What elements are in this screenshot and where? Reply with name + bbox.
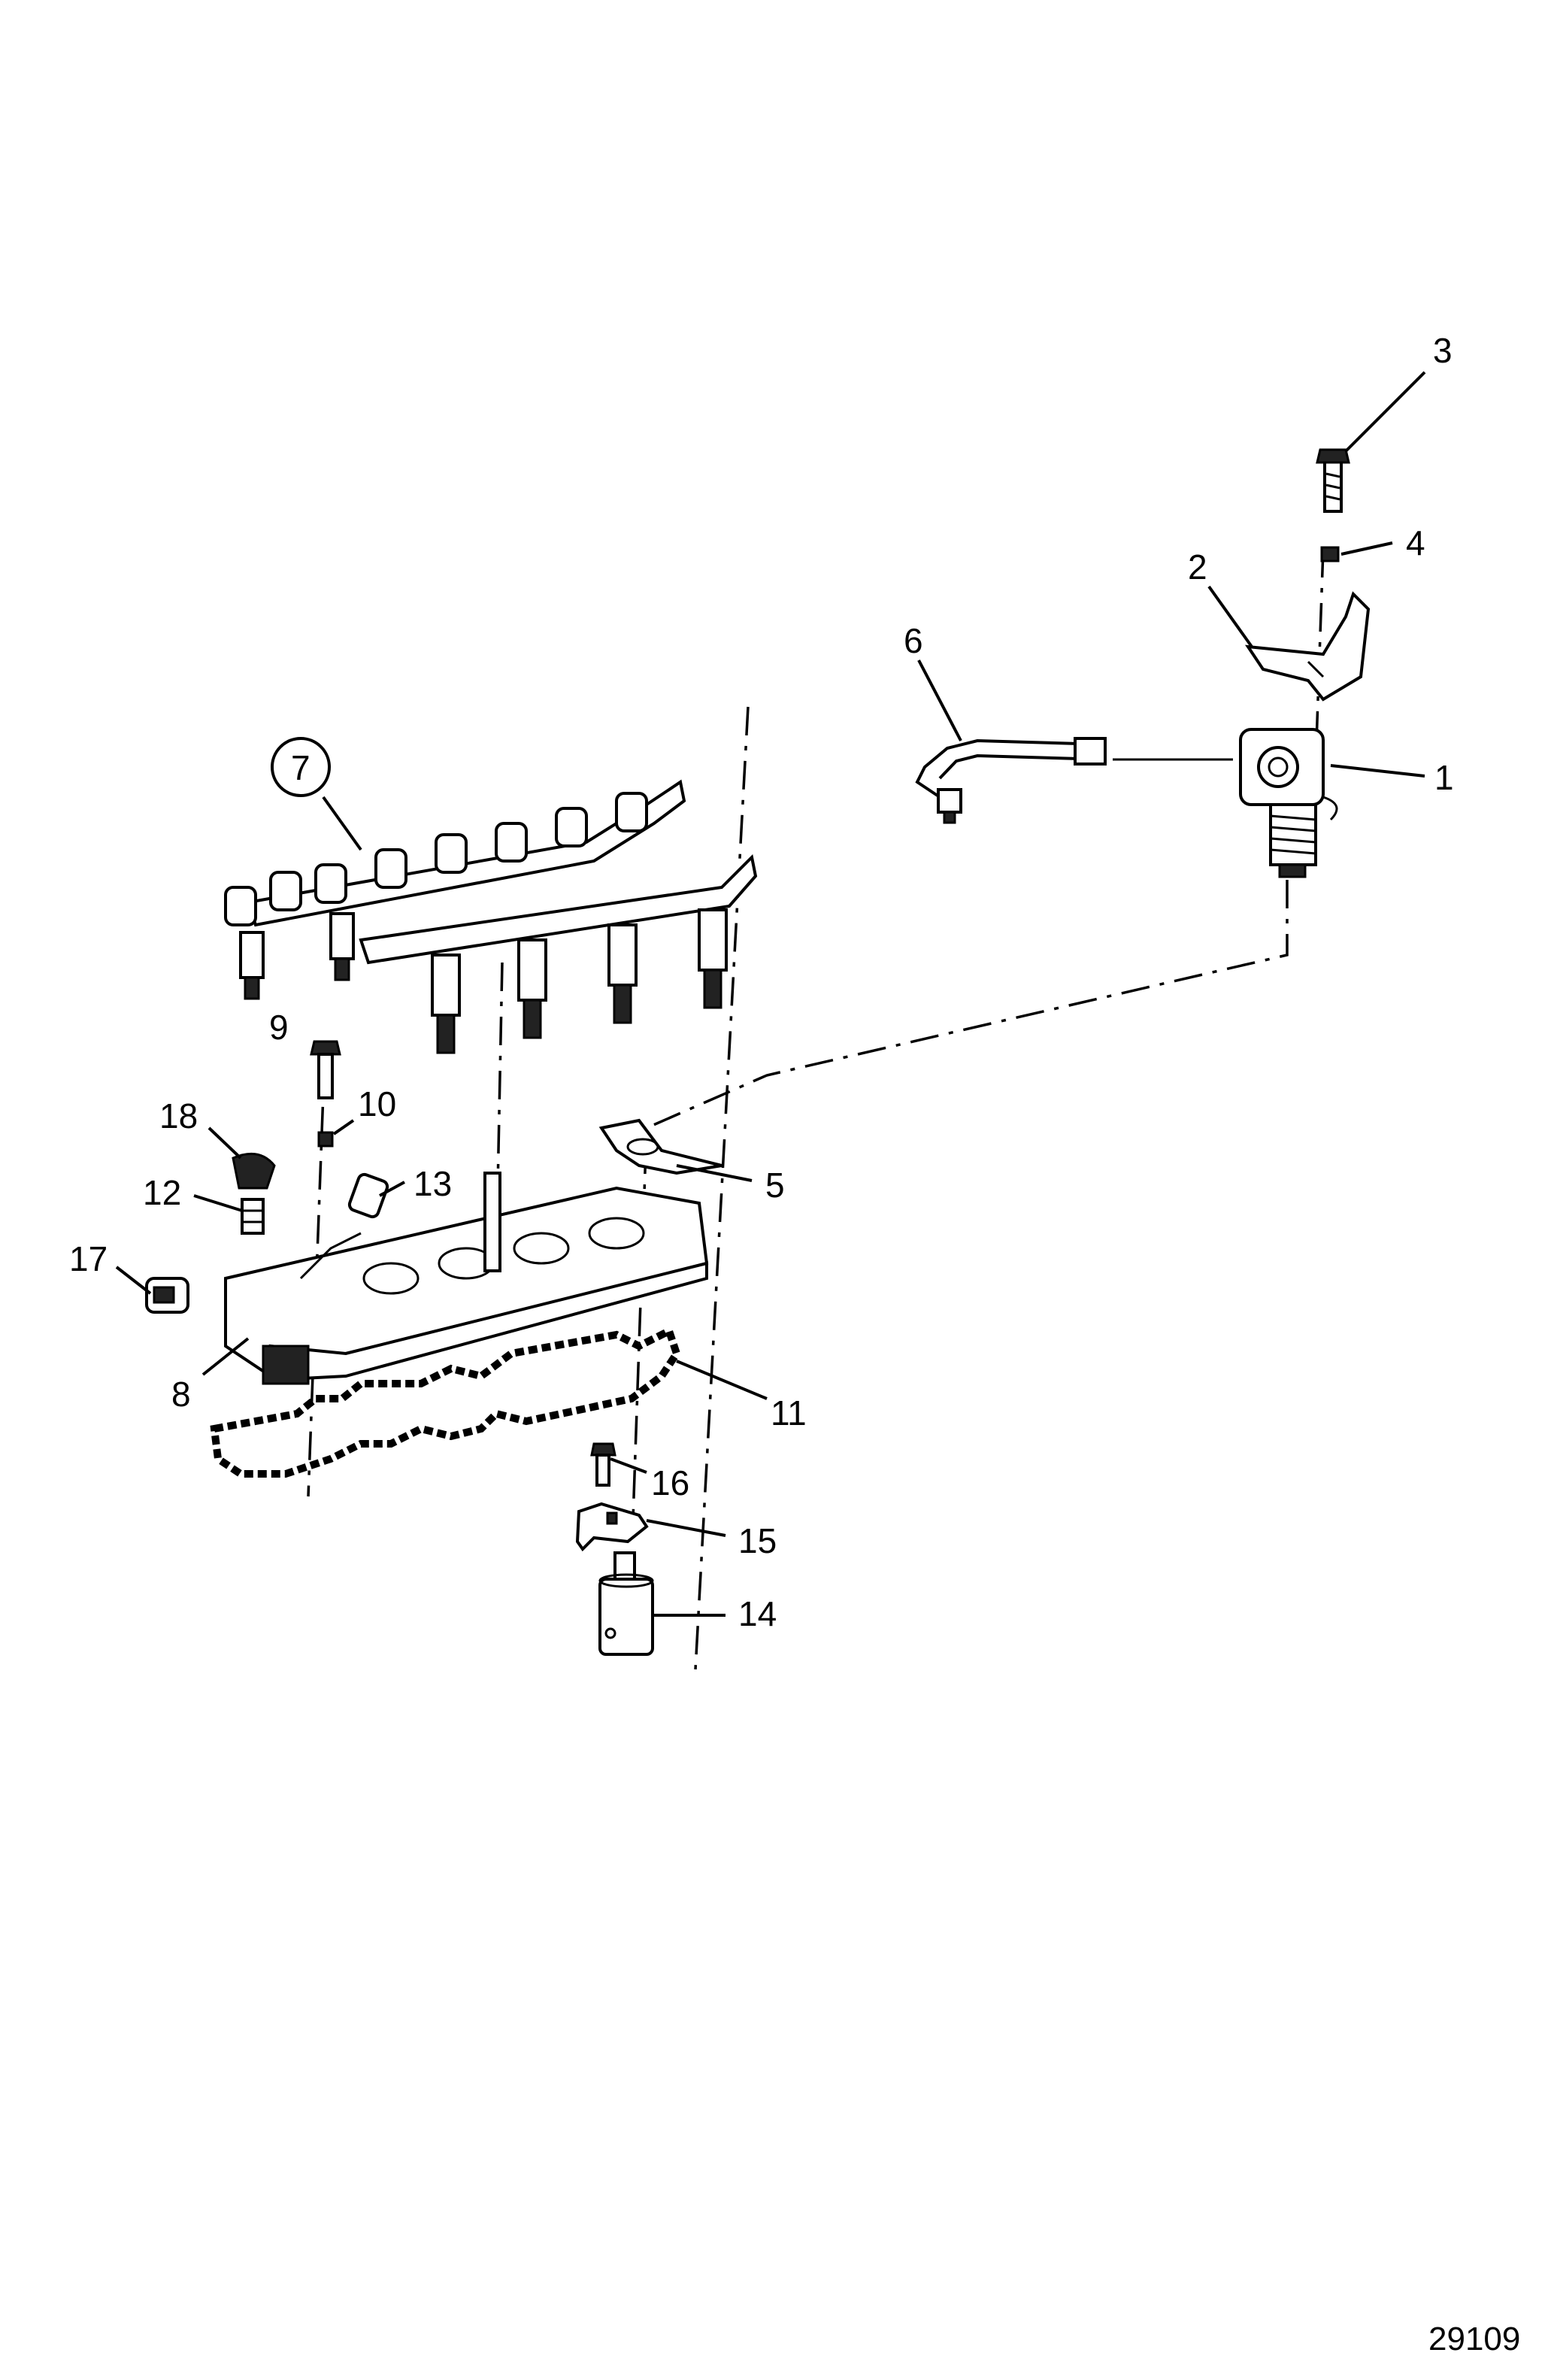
callout-1: 1 xyxy=(1434,758,1454,797)
callout-14: 14 xyxy=(738,1594,777,1633)
sleeve-part-12 xyxy=(241,1198,265,1235)
callout-18: 18 xyxy=(159,1096,198,1135)
callout-2: 2 xyxy=(1188,547,1207,587)
sensor-part-13 xyxy=(347,1172,389,1219)
fuel-rail-part-7 xyxy=(224,779,758,1054)
washer-part-4 xyxy=(1320,546,1340,562)
assembly-centerlines xyxy=(307,548,1325,1670)
leader-4 xyxy=(1340,541,1393,556)
figure-reference-number: 29109 xyxy=(1428,2321,1520,2357)
callout-16: 16 xyxy=(651,1463,689,1502)
leader-7 xyxy=(322,796,362,851)
bolt-part-9 xyxy=(310,1040,341,1099)
callout-6: 6 xyxy=(904,621,923,660)
leader-8 xyxy=(201,1337,250,1376)
leader-18 xyxy=(208,1126,242,1160)
leader-1 xyxy=(1330,764,1425,778)
head-gasket-part-11 xyxy=(210,1325,681,1478)
leader-15 xyxy=(646,1519,726,1537)
leader-16 xyxy=(610,1457,647,1474)
leader-lines xyxy=(115,371,1426,1617)
cylinder-head-part-8 xyxy=(224,1172,709,1385)
callout-4: 4 xyxy=(1406,523,1425,562)
plug-part-17 xyxy=(145,1277,189,1314)
callout-7: 7 xyxy=(291,748,310,787)
leader-12 xyxy=(193,1194,243,1212)
leader-11 xyxy=(676,1360,768,1400)
bracket-part-15 xyxy=(575,1502,649,1552)
fuel-line-part-6 xyxy=(915,737,1107,824)
callout-15: 15 xyxy=(738,1521,777,1560)
bracket-part-2 xyxy=(1244,591,1371,702)
leader-5 xyxy=(676,1164,753,1182)
cap-part-18 xyxy=(232,1152,276,1190)
spacer-part-10 xyxy=(317,1131,334,1148)
leader-2 xyxy=(1207,585,1253,648)
fuel-pump-part-1 xyxy=(1239,728,1338,878)
callout-8: 8 xyxy=(171,1375,191,1414)
leader-17 xyxy=(115,1266,152,1295)
callout-17: 17 xyxy=(69,1239,108,1278)
callout-labels: 1 2 3 4 5 6 7 8 9 10 11 12 13 14 15 16 1… xyxy=(69,331,1454,1633)
callout-12: 12 xyxy=(143,1173,181,1212)
callout-3: 3 xyxy=(1433,331,1453,370)
leader-10 xyxy=(332,1119,355,1135)
cylinder-part-14 xyxy=(598,1551,654,1656)
callout-13: 13 xyxy=(413,1164,452,1203)
leader-13 xyxy=(379,1181,405,1197)
bolt-part-16 xyxy=(590,1442,616,1487)
callout-7-circle xyxy=(271,737,331,797)
leader-3 xyxy=(1344,371,1426,453)
callout-9: 9 xyxy=(269,1008,289,1047)
callout-11: 11 xyxy=(771,1393,807,1433)
callout-10: 10 xyxy=(358,1084,396,1123)
callout-5: 5 xyxy=(765,1166,785,1205)
bolt-part-3 xyxy=(1316,448,1350,513)
leader-6 xyxy=(917,659,962,741)
gasket-part-5 xyxy=(598,1118,722,1175)
